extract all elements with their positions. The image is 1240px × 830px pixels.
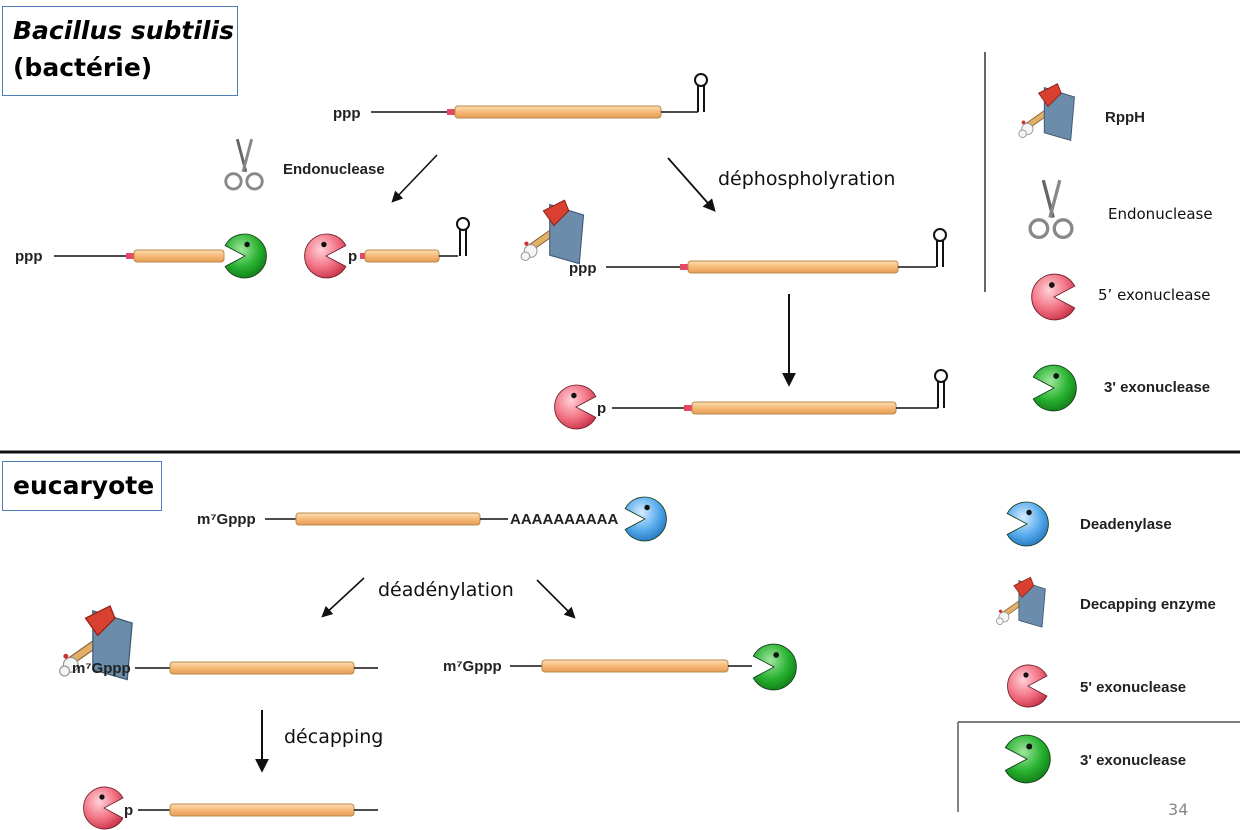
- decapping-legend-icon: [996, 576, 1046, 628]
- deadenylation-arrow-right: [536, 579, 576, 619]
- scissors-icon: [224, 137, 264, 191]
- bacillus-title: Bacillus subtilis: [13, 16, 234, 45]
- p-label: p: [348, 248, 357, 265]
- ppp-label-mid: ppp: [569, 260, 597, 277]
- rpph-rna: ppp: [520, 199, 947, 277]
- monophosphate-rna: p: [554, 369, 948, 430]
- left-fragment: ppp: [15, 233, 267, 279]
- eucaryote-title-box: eucaryote: [2, 461, 162, 511]
- legend-deadenylase: Deadenylase: [1080, 516, 1172, 533]
- decapped-mrna: p: [83, 786, 378, 830]
- deadenylase-icon: [624, 496, 667, 542]
- exo5-legend-icon: [1031, 273, 1076, 321]
- rpph-axe-icon: [520, 199, 585, 265]
- legend-endonuclease: Endonuclease: [1108, 205, 1213, 223]
- legend-decapping: Decapping enzyme: [1080, 596, 1216, 613]
- rpph-legend-icon: [1018, 83, 1075, 141]
- dephospho-step-label: déphospholyration: [718, 168, 895, 190]
- eucaryote-title: eucaryote: [13, 471, 155, 500]
- dephospho-arrow: [667, 157, 716, 212]
- exo5-pink-icon-2: [554, 384, 597, 430]
- bottom-legend: Deadenylase Decapping enzyme 5' exonucle…: [957, 501, 1240, 812]
- exo3-green-icon-2: [752, 643, 797, 691]
- exo3-legend-icon-2: [1004, 734, 1051, 784]
- legend-exo3-2: 3' exonuclease: [1080, 752, 1186, 769]
- ppp-label: ppp: [333, 105, 361, 122]
- eukaryote-mrna: m⁷Gppp AAAAAAAAAA: [197, 496, 667, 542]
- top-legend: RppH Endonuclease 5’ exonuclease 3' exon…: [1018, 83, 1213, 412]
- legend-exo3: 3' exonuclease: [1104, 379, 1210, 396]
- decapping-step-label: décapping: [284, 726, 383, 748]
- ppp-label-left: ppp: [15, 248, 43, 265]
- polya-label: AAAAAAAAAA: [510, 511, 618, 528]
- deadenylation-step-label: déadénylation: [378, 579, 514, 601]
- deadenylase-legend-icon: [1006, 501, 1049, 547]
- exo5-pink-icon: [304, 233, 347, 279]
- legend-exo5-2: 5' exonuclease: [1080, 679, 1186, 696]
- bacillus-subtitle: (bactérie): [13, 53, 153, 82]
- legend-exo5: 5’ exonuclease: [1098, 286, 1211, 304]
- decapping-mrna: m⁷Gppp: [59, 605, 378, 681]
- m7gppp-label-3: m⁷Gppp: [443, 658, 502, 675]
- m7gppp-label: m⁷Gppp: [197, 511, 256, 528]
- legend-rpph: RppH: [1105, 109, 1145, 126]
- deadenylation-arrow-left: [321, 577, 365, 618]
- exo3-legend-icon: [1032, 364, 1077, 412]
- bacillus-title-box: Bacillus subtilis (bactérie): [2, 6, 238, 96]
- exo3-mrna: m⁷Gppp: [443, 643, 797, 691]
- p-label-3: p: [124, 802, 133, 819]
- endonuclease-arrow: [391, 154, 438, 203]
- endonuclease-legend-icon: [1030, 180, 1072, 237]
- top-rna: ppp: [333, 73, 708, 122]
- p-label-2: p: [597, 400, 606, 417]
- m7gppp-label-2: m⁷Gppp: [72, 660, 131, 677]
- exo5-legend-icon-2: [1007, 664, 1048, 708]
- right-fragment: p: [304, 217, 470, 279]
- page-number: 34: [1168, 800, 1189, 819]
- exo3-green-icon: [224, 233, 267, 279]
- exo5-pink-icon-3: [83, 786, 124, 830]
- endonuclease-step-label: Endonuclease: [283, 161, 385, 178]
